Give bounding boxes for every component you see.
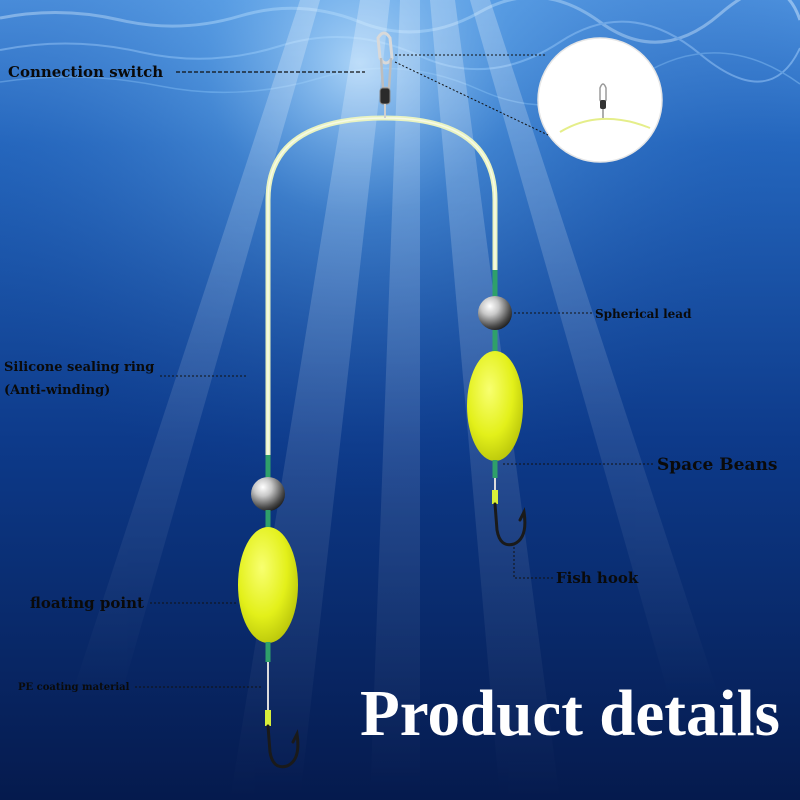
fish-hook-left (266, 724, 300, 769)
leader-fish-hook (513, 547, 553, 579)
page-title: Product details (360, 677, 780, 750)
right-branch (467, 270, 527, 547)
spherical-lead-left (251, 477, 285, 511)
fish-hook-right (493, 502, 527, 547)
label-space-beans: Space Beans (657, 455, 777, 475)
label-silicone-sealing-ring: Silicone sealing ring (4, 360, 154, 375)
inset-leader-bottom (394, 61, 549, 136)
left-branch (238, 455, 300, 769)
zoom-inset (537, 37, 663, 163)
label-connection-switch: Connection switch (8, 63, 163, 81)
label-spherical-lead: Spherical lead (595, 307, 692, 321)
spherical-lead-right (478, 296, 512, 330)
label-fish-hook: Fish hook (556, 569, 639, 587)
label-anti-winding: (Anti-winding) (4, 383, 110, 398)
snap-swivel (376, 31, 394, 118)
label-pe-coating: PE coating material (18, 682, 130, 693)
float-bean-left (238, 527, 298, 643)
float-bean-right (467, 351, 523, 461)
label-floating-point: floating point (30, 594, 144, 612)
